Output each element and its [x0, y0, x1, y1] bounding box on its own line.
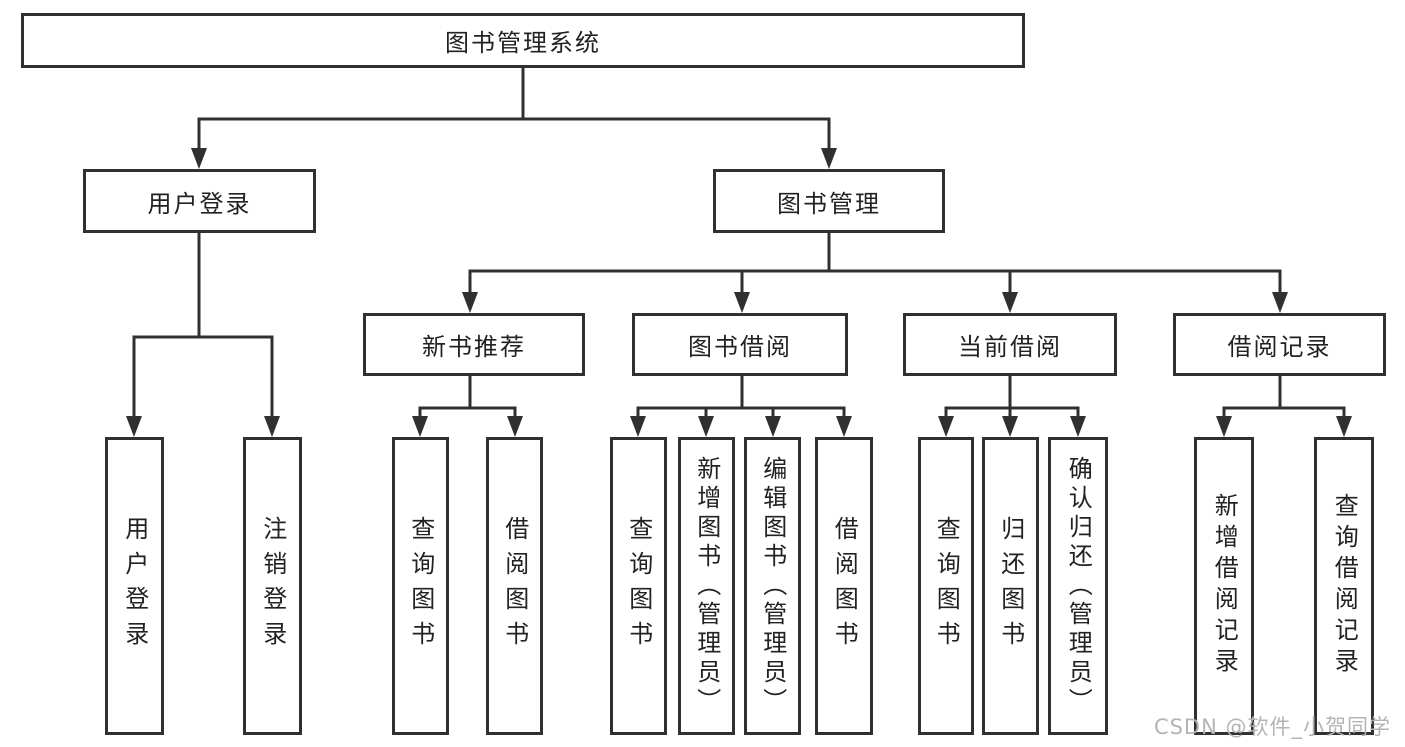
leaf-cb-return-books: 归还图书 — [982, 437, 1039, 735]
leaf-br-query-record: 查询借阅记录 — [1314, 437, 1374, 735]
node-book-borrow-label: 图书借阅 — [688, 333, 792, 361]
leaf-logout: 注销登录 — [243, 437, 302, 735]
leaf-cb-confirm-return-admin: 确认归还（管理员） — [1048, 437, 1108, 735]
node-current-borrow: 当前借阅 — [903, 313, 1117, 376]
leaf-bb-edit-books-admin: 编辑图书（管理员） — [744, 437, 801, 735]
leaf-bb-borrow-books-label: 借阅图书 — [830, 516, 859, 656]
leaf-nbr-query-books-label: 查询图书 — [406, 516, 435, 656]
leaf-br-add-record: 新增借阅记录 — [1194, 437, 1254, 735]
leaf-bb-query-books: 查询图书 — [610, 437, 667, 735]
csdn-watermark: CSDN @软件_小贺同学 — [1153, 715, 1391, 739]
leaf-user-login: 用户登录 — [105, 437, 164, 735]
leaf-bb-edit-books-admin-label: 编辑图书（管理员） — [758, 455, 787, 717]
leaf-br-add-record-label: 新增借阅记录 — [1210, 493, 1239, 679]
node-current-borrow-label: 当前借阅 — [958, 333, 1062, 361]
leaf-nbr-borrow-books-label: 借阅图书 — [500, 516, 529, 656]
node-book-management: 图书管理 — [713, 169, 945, 233]
connector-arrowheads — [126, 148, 1352, 437]
leaf-cb-confirm-return-admin-label: 确认归还（管理员） — [1064, 455, 1093, 717]
leaf-cb-query-books: 查询图书 — [918, 437, 974, 735]
leaf-bb-query-books-label: 查询图书 — [624, 516, 653, 656]
leaf-user-login-label: 用户登录 — [120, 516, 149, 656]
leaf-bb-add-books-admin-label: 新增图书（管理员） — [692, 455, 721, 717]
leaf-bb-borrow-books: 借阅图书 — [815, 437, 873, 735]
node-root-label: 图书管理系统 — [445, 29, 601, 57]
leaf-logout-label: 注销登录 — [258, 516, 287, 656]
node-borrow-records: 借阅记录 — [1173, 313, 1386, 376]
node-new-book-recommend-label: 新书推荐 — [422, 333, 526, 361]
leaf-bb-add-books-admin: 新增图书（管理员） — [678, 437, 735, 735]
leaf-cb-query-books-label: 查询图书 — [932, 516, 961, 656]
node-book-management-label: 图书管理 — [777, 189, 881, 218]
node-book-borrow: 图书借阅 — [632, 313, 848, 376]
node-root: 图书管理系统 — [21, 13, 1025, 68]
leaf-br-query-record-label: 查询借阅记录 — [1330, 493, 1359, 679]
leaf-cb-return-books-label: 归还图书 — [996, 516, 1025, 656]
connector-lines — [132, 66, 1346, 420]
node-user-login-label: 用户登录 — [147, 189, 252, 218]
leaf-nbr-query-books: 查询图书 — [392, 437, 449, 735]
leaf-nbr-borrow-books: 借阅图书 — [486, 437, 543, 735]
node-new-book-recommend: 新书推荐 — [363, 313, 585, 376]
node-user-login: 用户登录 — [83, 169, 316, 233]
node-borrow-records-label: 借阅记录 — [1227, 333, 1332, 361]
